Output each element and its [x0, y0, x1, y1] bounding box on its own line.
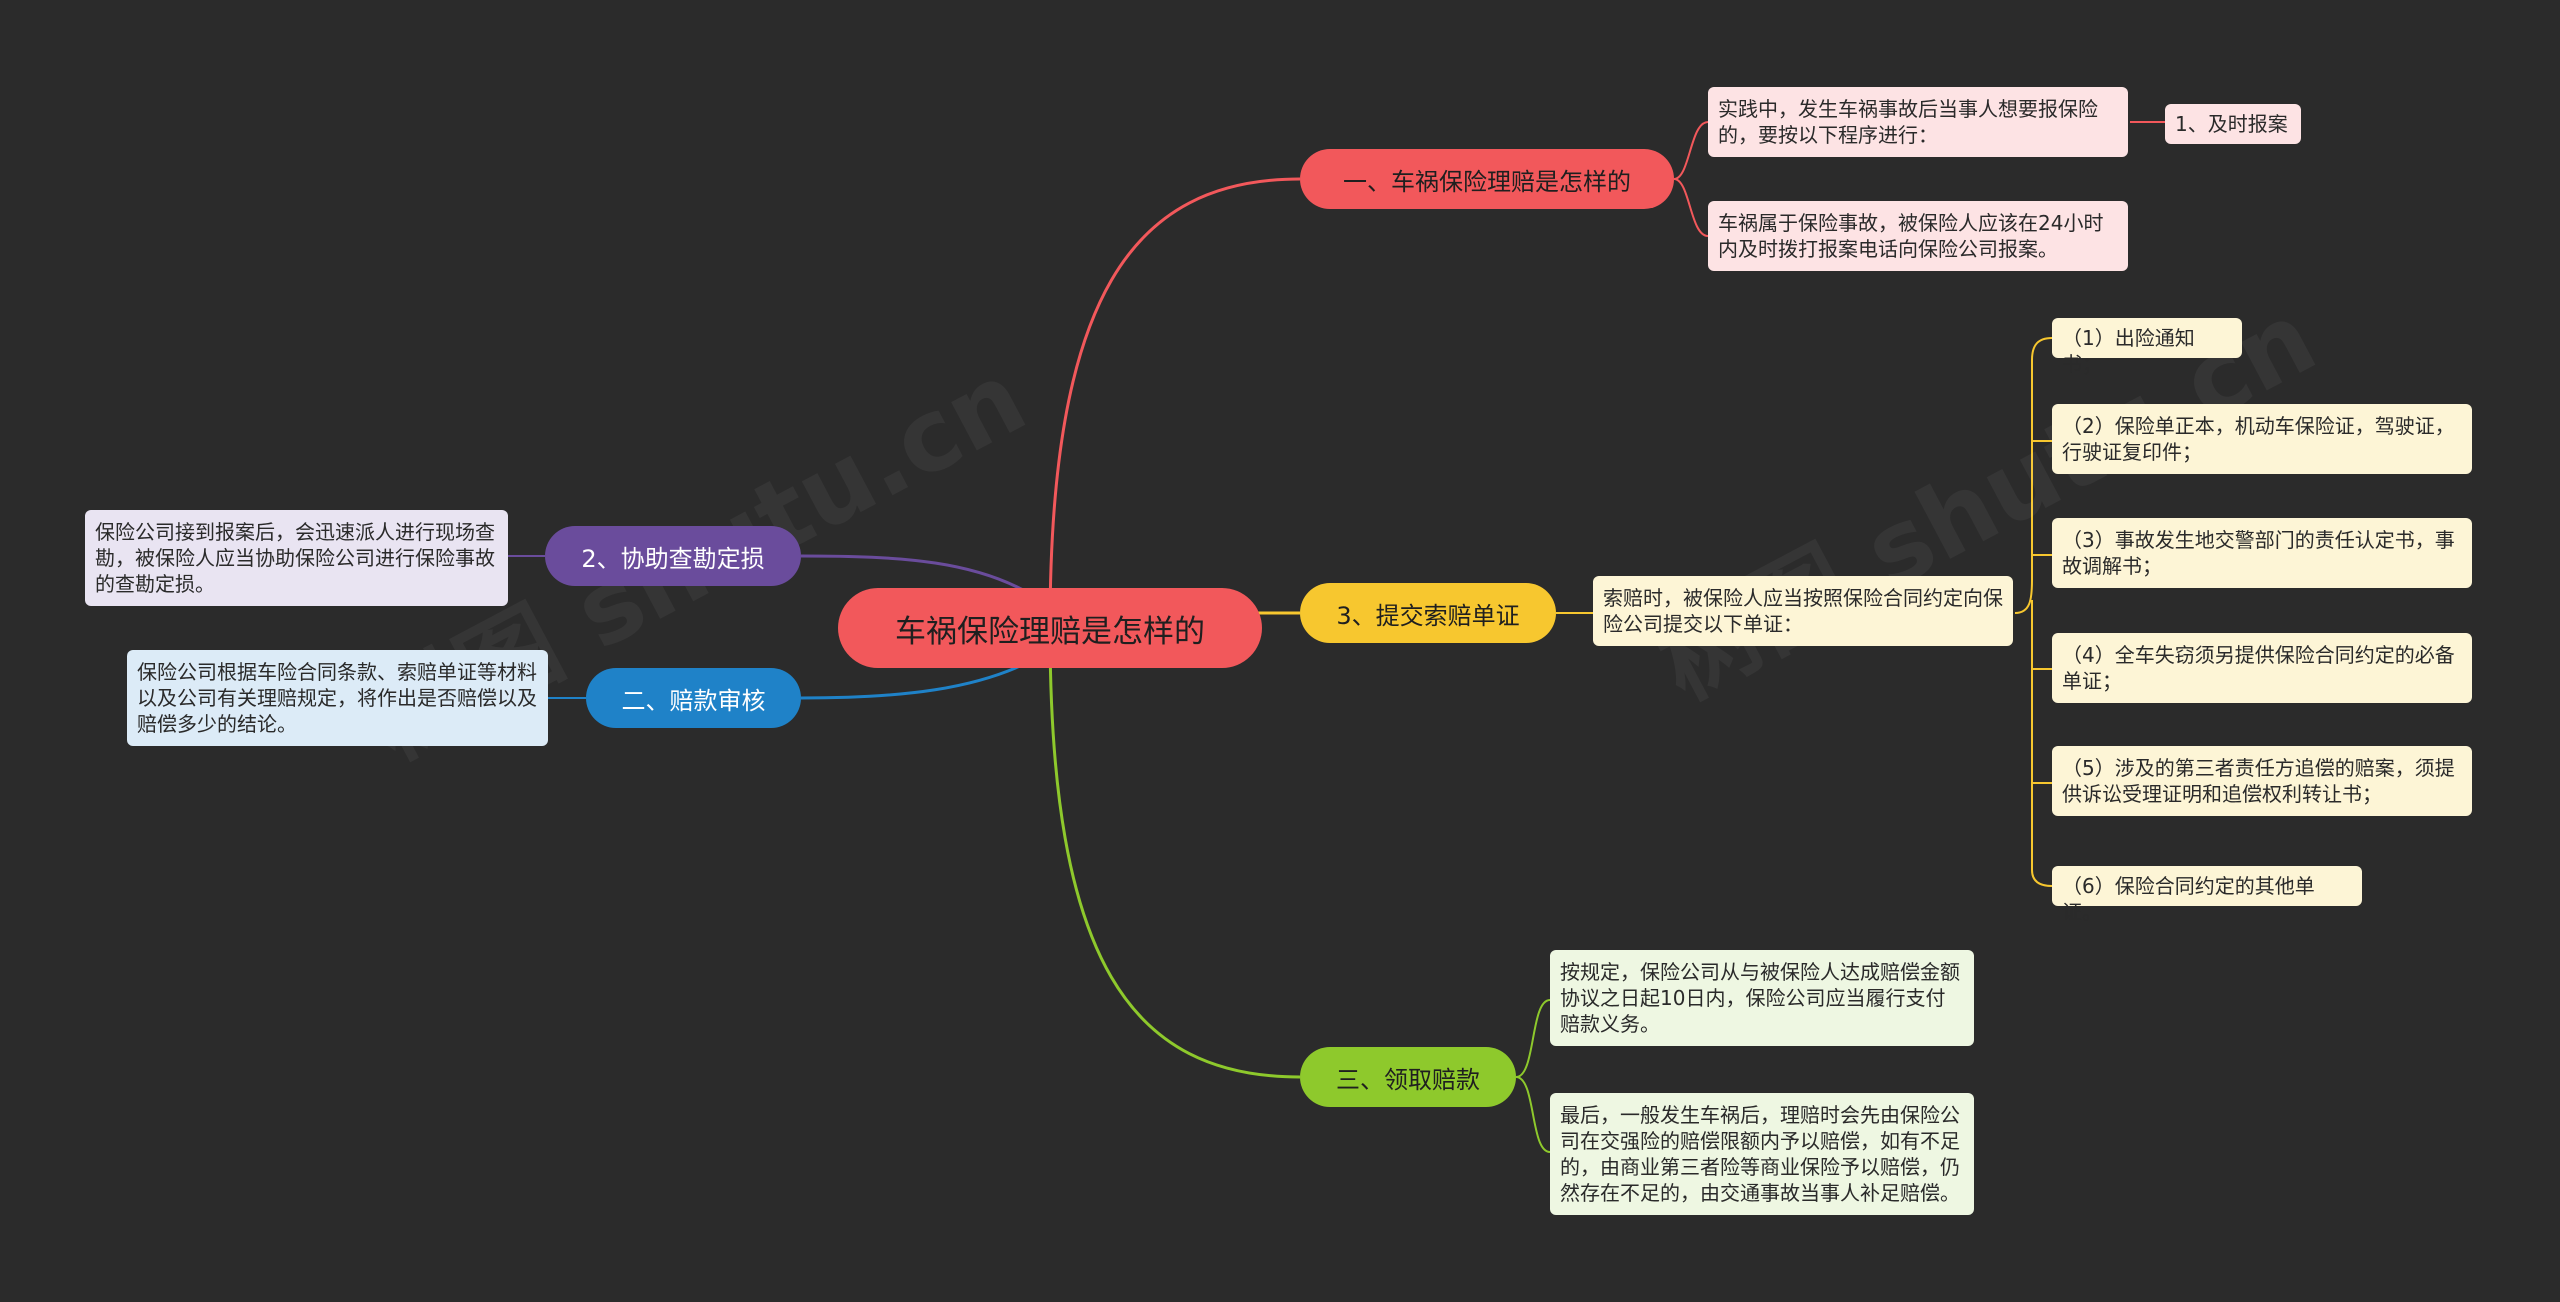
link-red-b: [1673, 178, 1709, 237]
blue-leaf-review[interactable]: 保险公司根据车险合同条款、索赔单证等材料以及公司有关理赔规定，将作出是否赔偿以及…: [127, 650, 548, 746]
yellow-item-3[interactable]: （3）事故发生地交警部门的责任认定书，事故调解书；: [2052, 518, 2472, 588]
link-green-b: [1515, 1076, 1551, 1153]
link-root-green: [1048, 627, 1301, 1079]
red-subleaf-report[interactable]: 1、及时报案: [2165, 104, 2301, 144]
link-green-a: [1515, 999, 1551, 1078]
yellow-item-4[interactable]: （4）全车失窃须另提供保险合同约定的必备单证；: [2052, 633, 2472, 703]
branch-red[interactable]: 一、车祸保险理赔是怎样的: [1300, 149, 1674, 209]
red-leaf-procedure[interactable]: 实践中，发生车祸事故后当事人想要报保险的，要按以下程序进行：: [1708, 87, 2128, 157]
branch-purple[interactable]: 2、协助查勘定损: [545, 526, 801, 586]
yellow-intro[interactable]: 索赔时，被保险人应当按照保险合同约定向保险公司提交以下单证：: [1593, 576, 2013, 646]
link-yellow-spine: [2014, 337, 2053, 887]
link-root-red: [1048, 177, 1301, 629]
root-topic[interactable]: 车祸保险理赔是怎样的: [838, 588, 1262, 668]
green-leaf-payment[interactable]: 按规定，保险公司从与被保险人达成赔偿金额协议之日起10日内，保险公司应当履行支付…: [1550, 950, 1974, 1046]
red-leaf-report-call[interactable]: 车祸属于保险事故，被保险人应该在24小时内及时拨打报案电话向保险公司报案。: [1708, 201, 2128, 271]
branch-green[interactable]: 三、领取赔款: [1300, 1047, 1516, 1107]
purple-leaf-survey[interactable]: 保险公司接到报案后，会迅速派人进行现场查勘，被保险人应当协助保险公司进行保险事故…: [85, 510, 508, 606]
branch-blue[interactable]: 二、赔款审核: [586, 668, 801, 728]
link-red-a: [1673, 121, 1709, 180]
yellow-item-6[interactable]: （6）保险合同约定的其他单证。: [2052, 866, 2362, 924]
yellow-item-2[interactable]: （2）保险单正本，机动车保险证，驾驶证，行驶证复印件；: [2052, 404, 2472, 474]
yellow-item-5[interactable]: （5）涉及的第三者责任方追偿的赔案，须提供诉讼受理证明和追偿权利转让书；: [2052, 746, 2472, 816]
green-leaf-compensation[interactable]: 最后，一般发生车祸后，理赔时会先由保险公司在交强险的赔偿限额内予以赔偿，如有不足…: [1550, 1093, 1974, 1215]
branch-yellow[interactable]: 3、提交索赔单证: [1300, 583, 1556, 643]
link-root-purple: [800, 554, 1041, 602]
yellow-item-1[interactable]: （1）出险通知书；: [2052, 318, 2242, 376]
